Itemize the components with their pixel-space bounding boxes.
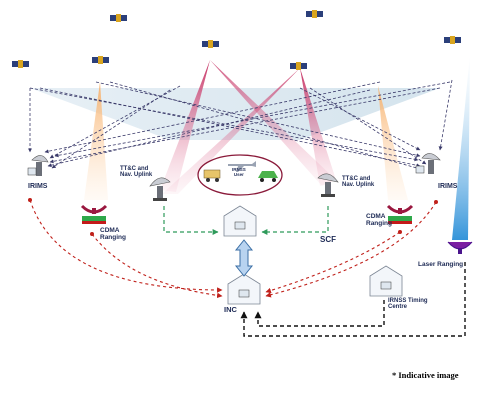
signal-beams <box>84 54 470 240</box>
label-cdma-right-line1: CDMA <box>366 213 386 220</box>
satellite-icon <box>12 60 29 68</box>
label-cdma-right-line2: Ranging <box>366 219 392 227</box>
label-ttc-right-line2: Nav. Uplink <box>342 182 375 189</box>
truck-icon <box>203 169 221 182</box>
dashed-links-irims <box>28 79 453 171</box>
antenna-dish-icon <box>317 173 339 197</box>
airplane-icon <box>228 161 256 172</box>
antenna-dish-icon <box>149 177 171 201</box>
label-ttc-right-line1: TT&C and <box>342 176 371 182</box>
label-cdma-right: CDMA Ranging <box>366 213 392 228</box>
satellites <box>12 10 461 70</box>
computer-icon <box>27 167 37 176</box>
beam-magenta-1 <box>160 60 210 192</box>
green-links <box>163 206 329 235</box>
footnote: * Indicative image <box>392 370 459 380</box>
laser-dish-icon <box>447 241 473 254</box>
inc-building <box>227 273 261 305</box>
timing-centre-building <box>369 265 403 297</box>
label-timing-centre-line1: IRNSS Timing <box>388 298 428 304</box>
label-timing-centre-line2: Centre <box>388 304 408 311</box>
computer-icon <box>234 221 246 230</box>
beam-orange-right <box>378 86 408 200</box>
label-irnss-user: IRNSS User <box>232 167 246 177</box>
label-cdma-left: CDMA Ranging <box>100 227 126 242</box>
computer-icon <box>380 281 392 290</box>
irims-station-right <box>415 153 441 174</box>
label-irnss-user-line1: IRNSS <box>232 167 246 172</box>
label-inc: INC <box>224 305 237 314</box>
label-irims-right: IRIMS <box>438 183 458 190</box>
red-links <box>28 198 438 299</box>
beam-magenta-4 <box>300 68 336 186</box>
label-irnss-user-line2: User <box>233 171 244 177</box>
cdma-dish-icon <box>80 204 108 224</box>
label-irims-left: IRIMS <box>28 183 48 190</box>
computer-icon <box>238 289 250 298</box>
scf-inc-link <box>234 239 254 277</box>
car-icon <box>258 171 278 182</box>
label-ttc-left-line1: TT&C and <box>120 166 149 172</box>
label-cdma-left-line2: Ranging <box>100 233 126 241</box>
satellite-icon <box>444 36 461 44</box>
satellite-icon <box>92 56 109 64</box>
beam-blue-laser <box>452 54 470 240</box>
cdma-dish-icon <box>386 204 414 224</box>
label-ttc-right: TT&C and Nav. Uplink <box>342 176 374 189</box>
label-timing-centre: IRNSS Timing Centre <box>388 298 428 311</box>
satellite-icon <box>290 62 307 70</box>
beam-magenta-2 <box>210 60 336 186</box>
label-ttc-left-line2: Nav. Uplink <box>120 172 153 179</box>
irims-station-left <box>27 155 49 176</box>
satellite-icon <box>202 40 219 48</box>
label-laser-ranging: Laser Ranging <box>418 261 464 268</box>
label-ttc-left: TT&C and Nav. Uplink <box>120 166 152 179</box>
label-cdma-left-line1: CDMA <box>100 227 120 234</box>
satellite-icon <box>110 14 127 22</box>
satellite-icon <box>306 10 323 18</box>
scf-building <box>223 205 257 237</box>
computer-icon <box>415 165 425 174</box>
irnss-user-group <box>197 154 283 196</box>
black-links <box>240 262 466 337</box>
label-scf: SCF <box>320 235 336 244</box>
beam-magenta-3 <box>162 68 300 194</box>
